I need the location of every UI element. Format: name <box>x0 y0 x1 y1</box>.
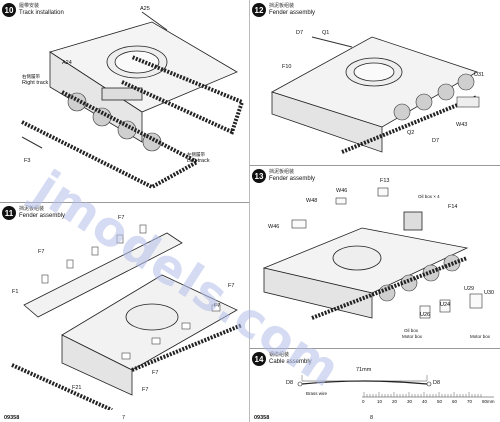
part-label: U26 <box>420 312 431 318</box>
ruler-tick-label: 60 <box>452 399 458 404</box>
part-label: A24 <box>62 60 72 66</box>
part-label: F13 <box>380 178 390 184</box>
catalog-code: 09358 <box>254 415 270 421</box>
ruler-tick-label: 50 <box>437 399 443 404</box>
part-label: F7 <box>118 215 125 221</box>
step-title-cn: 挡泥板组装 <box>19 206 45 212</box>
part-label: D8 <box>433 380 441 386</box>
part-label: F7 <box>38 249 45 255</box>
part-label: F21 <box>72 385 82 391</box>
part-label: F1 <box>12 289 19 295</box>
part-label: F14 <box>448 204 458 210</box>
right-track-cn: 右侧履带 <box>22 74 40 79</box>
part-label: F7 <box>214 303 221 309</box>
step-title-en: Fender assembly <box>19 213 66 219</box>
page-number: 8 <box>370 415 374 421</box>
part-label: F3 <box>24 158 31 164</box>
part-label: U31 <box>474 72 485 78</box>
step-number: 11 <box>2 206 16 220</box>
ruler-tick-label: 30 <box>407 399 413 404</box>
step-title-en: Fender assembly <box>269 176 316 182</box>
part-label: W43 <box>456 122 468 128</box>
cable-length: 71mm <box>356 367 372 373</box>
fender-assembly-drawing <box>270 36 480 154</box>
left-track-cn: 左侧履带 <box>187 152 205 157</box>
step-number: 10 <box>2 3 16 17</box>
part-label: U30 <box>484 290 495 296</box>
divider <box>250 165 500 166</box>
motor-box-label: Motor box <box>470 334 491 339</box>
step-title-cn: 挡泥板组装 <box>269 3 295 9</box>
step-number: 13 <box>252 169 266 183</box>
brass-wire-label: Brass wire <box>306 391 328 396</box>
part-label: F7 <box>142 387 149 393</box>
page-number: 7 <box>122 415 126 421</box>
left-track-label: Left track <box>187 158 210 164</box>
cable-drawing <box>297 375 494 398</box>
step-title-en: Track installation <box>19 10 64 16</box>
ruler-tick-label: 10 <box>377 399 383 404</box>
part-label: U29 <box>464 286 475 292</box>
right-track-label: Right track <box>22 80 49 86</box>
divider <box>250 348 500 349</box>
part-label: F10 <box>282 64 292 70</box>
ruler-tick-label: 20 <box>392 399 398 404</box>
part-label: Q1 <box>322 30 330 36</box>
ruler-tick-label: 80mm <box>482 399 495 404</box>
step-title-cn: 挡泥板组装 <box>269 169 295 175</box>
divider <box>0 202 249 203</box>
part-label: D7 <box>296 30 304 36</box>
step-title-cn: 钢缆组装 <box>269 352 290 358</box>
fender-assembly-drawing <box>11 224 243 410</box>
part-label: W46 <box>268 224 280 230</box>
oil-box-label: Oil box × 4 <box>418 194 440 199</box>
ruler-tick-label: 70 <box>467 399 473 404</box>
track-installation-drawing <box>21 11 245 190</box>
step-title-cn: 履带安装 <box>19 3 40 9</box>
part-label: W48 <box>306 198 318 204</box>
catalog-code: 09358 <box>4 415 20 421</box>
part-label: W46 <box>336 188 348 194</box>
step-number: 14 <box>252 352 266 366</box>
part-label: Q2 <box>407 130 415 136</box>
fender-assembly-drawing <box>262 187 483 320</box>
ruler-tick-label: 40 <box>422 399 428 404</box>
part-label: D7 <box>432 138 440 144</box>
step-title-en: Cable assembly <box>269 359 312 365</box>
oil-box-label: Oil box <box>404 328 419 333</box>
step-title-en: Fender assembly <box>269 10 316 16</box>
part-label: F7 <box>228 283 235 289</box>
part-label: F7 <box>152 370 159 376</box>
step-number: 12 <box>252 3 266 17</box>
part-label: D8 <box>286 380 294 386</box>
ruler-tick-label: 0 <box>362 399 365 404</box>
motor-box-label: Motor box <box>402 334 423 339</box>
part-label: U24 <box>440 302 451 308</box>
part-label: A25 <box>140 6 150 12</box>
